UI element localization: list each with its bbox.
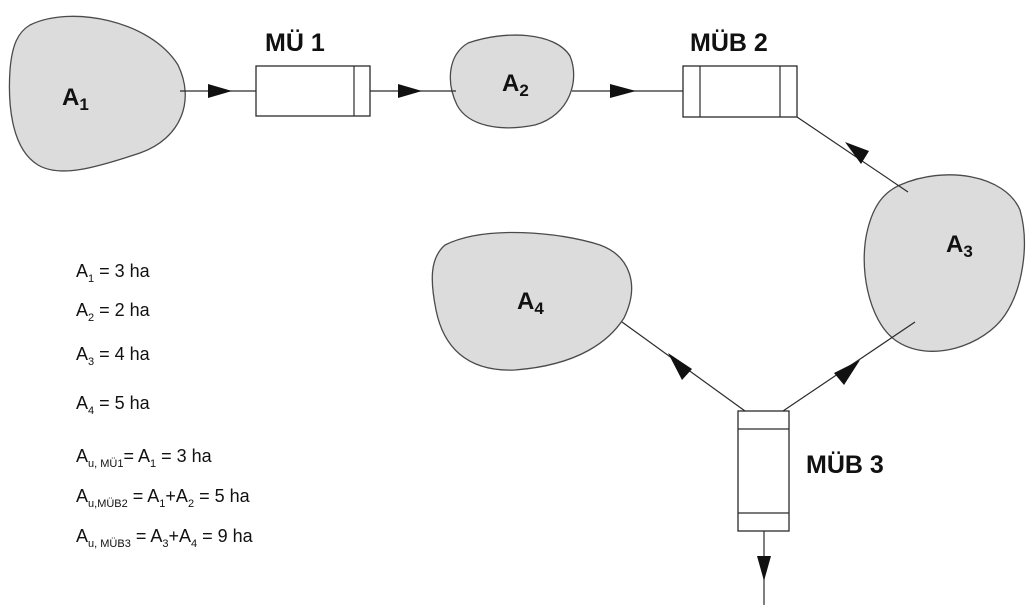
mu1-box (255, 65, 371, 117)
arrowhead (398, 84, 422, 98)
legend-line-a3: A3 = 4 ha (76, 344, 150, 368)
area-label-a1: A1 (62, 84, 89, 114)
node-label-mu1: MÜ 1 (265, 29, 325, 57)
legend-line-au-mu1: Au, MÜ1= A1 = 3 ha (76, 446, 212, 470)
legend-line-au-mub3: Au, MÜB3 = A3+A4 = 9 ha (76, 526, 253, 550)
catchment-area-a4 (431, 231, 633, 371)
arrowhead (668, 353, 692, 380)
catchment-area-a1 (8, 15, 186, 172)
arrowhead (834, 360, 860, 385)
node-label-mub2: MÜB 2 (690, 29, 768, 57)
arrowhead (845, 142, 869, 164)
area-label-a3: A3 (946, 231, 973, 261)
area-label-a4: A4 (517, 288, 544, 318)
legend-line-a1: A1 = 3 ha (76, 261, 150, 285)
catchment-area-a2 (449, 34, 575, 129)
legend-line-a4: A4 = 5 ha (76, 393, 150, 417)
arrowhead (208, 84, 232, 98)
area-label-a2: A2 (502, 70, 529, 100)
mub3-box (737, 410, 790, 532)
arrowhead (610, 84, 636, 98)
catchment-area-a3 (863, 174, 1025, 352)
legend-line-au-mub2: Au,MÜB2 = A1+A2 = 5 ha (76, 486, 250, 510)
arrowhead (757, 556, 771, 581)
node-label-mub3: MÜB 3 (806, 451, 884, 479)
mub2-box (682, 65, 798, 118)
connector-mub2-a3 (796, 116, 909, 193)
legend-line-a2: A2 = 2 ha (76, 300, 150, 324)
